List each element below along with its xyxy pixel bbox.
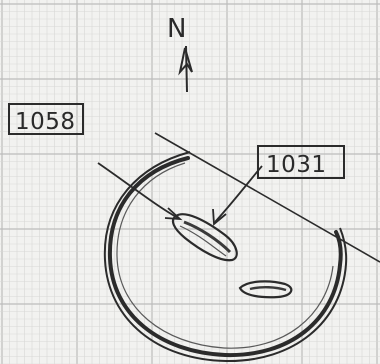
north-label: N xyxy=(167,14,187,44)
label-1031-text: 1031 xyxy=(266,152,327,178)
arrow-shaft xyxy=(186,46,187,92)
pit-outline xyxy=(105,152,346,361)
small-oval-feature xyxy=(240,281,291,297)
label-1058-text: 1058 xyxy=(15,109,76,135)
leader-line xyxy=(215,166,262,222)
north-arrow: N xyxy=(167,14,192,92)
